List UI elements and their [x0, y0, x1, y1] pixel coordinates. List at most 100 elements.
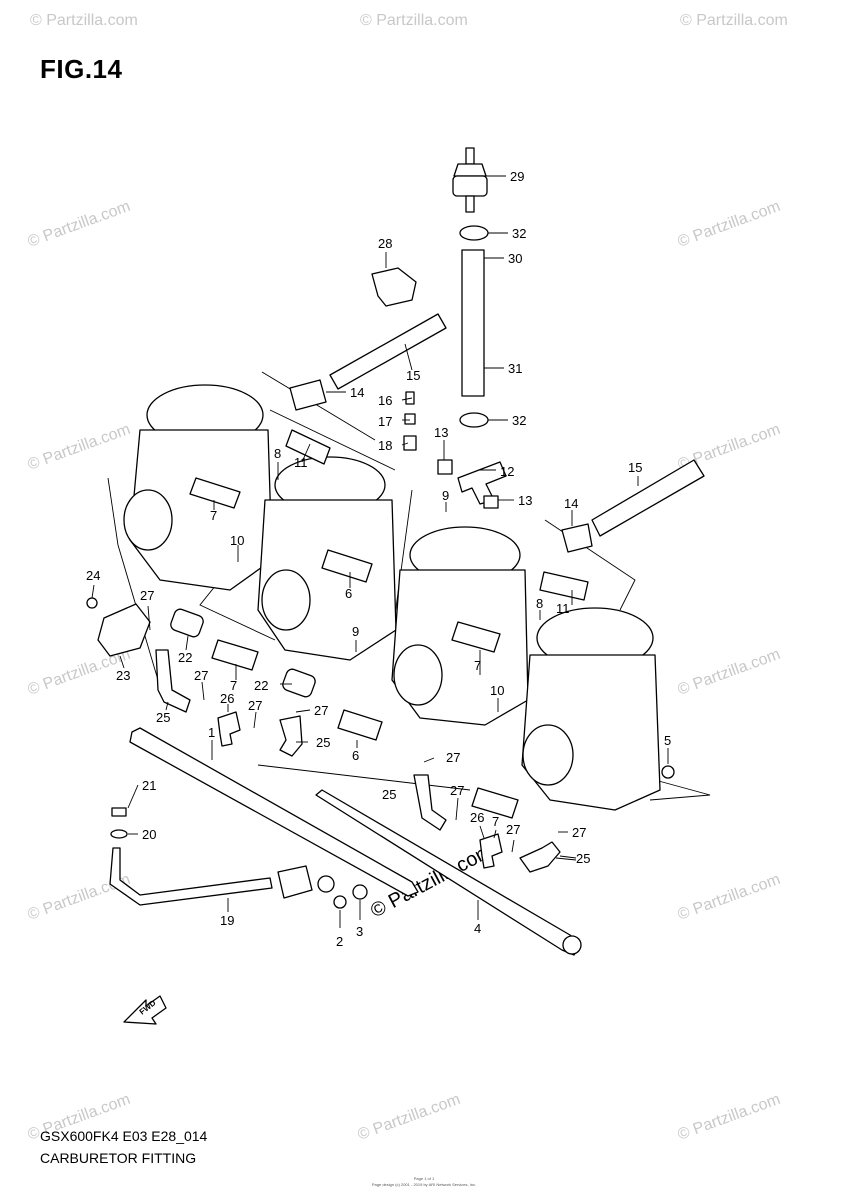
callout-25: 25 [576, 851, 590, 866]
callout-9: 9 [442, 488, 449, 503]
washer-18 [403, 435, 417, 451]
callout-29: 29 [510, 169, 524, 184]
callout-31: 31 [508, 361, 522, 376]
t-joint-26-a [217, 711, 241, 747]
callout-27: 27 [140, 588, 154, 603]
callout-15: 15 [628, 460, 642, 475]
carb-intake-bore [393, 644, 443, 706]
cap-13-right [483, 495, 499, 509]
callout-32: 32 [512, 226, 526, 241]
hose-6-a [321, 549, 373, 583]
callout-15: 15 [406, 368, 420, 383]
callout-14: 14 [350, 385, 364, 400]
carburetor-1 [123, 384, 273, 591]
watermark-text: © Partzilla.com [676, 871, 783, 924]
callout-18: 18 [378, 438, 392, 453]
section-title: CARBURETOR FITTING [40, 1150, 197, 1166]
watermark-text: © Partzilla.com [356, 1091, 463, 1144]
vent-hoses [329, 313, 705, 537]
screw-24 [86, 597, 98, 609]
t-joint-12 [457, 461, 507, 505]
callout-26: 26 [470, 810, 484, 825]
callout-27: 27 [506, 822, 520, 837]
callout-23: 23 [116, 668, 130, 683]
hose-11-a [285, 429, 331, 465]
callout-6: 6 [352, 748, 359, 763]
valve-knob [317, 875, 335, 893]
model-code: GSX600FK4 E03 E28_014 [40, 1128, 208, 1144]
t-joint-26-b [479, 833, 503, 869]
callout-28: 28 [378, 236, 392, 251]
hose-7-a [189, 477, 241, 509]
callout-13: 13 [434, 425, 448, 440]
callout-14: 14 [564, 496, 578, 511]
spring-17 [404, 413, 416, 425]
carburetor-4 [521, 607, 661, 811]
carburetor-2 [257, 456, 397, 661]
watermark-text: © Partzilla.com [676, 646, 783, 699]
carb-joint-hoses [189, 429, 589, 819]
spring-22-b [282, 668, 316, 698]
figure-title: FIG.14 [40, 54, 123, 84]
callout-27: 27 [450, 783, 464, 798]
bolt-2 [333, 895, 347, 909]
callout-22: 22 [254, 678, 268, 693]
elbow-hose-25-a [155, 649, 191, 713]
callout-25: 25 [382, 787, 396, 802]
hose-6-b [337, 709, 383, 741]
vent-hose-upper [329, 313, 447, 390]
spring-22-a [170, 608, 204, 638]
fuel-filter-assembly [452, 147, 489, 428]
hose-clamp-upper [459, 225, 489, 241]
fuel-hose-19 [109, 847, 273, 906]
callout-4: 4 [474, 921, 481, 936]
hose-clip [371, 267, 417, 307]
fuel-valve [277, 865, 313, 899]
callout-21: 21 [142, 778, 156, 793]
carb-intake-bore [522, 724, 574, 786]
footer-copyright-note: Page design (c) 2001 - 2019 by ARI Netwo… [371, 1182, 477, 1187]
callout-2: 2 [336, 934, 343, 949]
callout-27: 27 [194, 668, 208, 683]
elbow-hose-25-b [279, 715, 303, 757]
elbow-hose-25-d [519, 841, 561, 873]
callout-27: 27 [572, 825, 586, 840]
watermark-text: © Partzilla.com [30, 12, 138, 29]
callout-3: 3 [356, 924, 363, 939]
callout-20: 20 [142, 827, 156, 842]
spring-21 [111, 807, 127, 817]
callout-32: 32 [512, 413, 526, 428]
throttle-position-sensor [97, 603, 151, 657]
callout-1: 1 [208, 725, 215, 740]
callout-10: 10 [230, 533, 244, 548]
watermark-text: © Partzilla.com [26, 421, 133, 474]
callout-17: 17 [378, 414, 392, 429]
fuel-hose [461, 249, 485, 397]
filter-nipple-top [465, 147, 475, 165]
hose-11-b [539, 571, 589, 601]
callout-26: 26 [220, 691, 234, 706]
filter-cap [453, 163, 487, 177]
hose-clamp-lower [459, 412, 489, 428]
callout-7: 7 [492, 814, 499, 829]
callout-25: 25 [316, 735, 330, 750]
leader-lines [91, 175, 669, 928]
fwd-arrow-icon [123, 995, 167, 1025]
rod-nut [562, 935, 582, 955]
watermark-text: © Partzilla.com [360, 12, 468, 29]
washer-3 [352, 884, 368, 900]
callout-10: 10 [490, 683, 504, 698]
filter-nipple-bottom [465, 195, 475, 213]
callout-9: 9 [352, 624, 359, 639]
watermark-text: © Partzilla.com [26, 198, 133, 251]
callout-25: 25 [156, 710, 170, 725]
hose-7-b [211, 639, 259, 671]
callout-8: 8 [274, 446, 281, 461]
callout-11: 11 [556, 601, 570, 616]
footer-page-note: Page 1 of 1 [413, 1176, 435, 1181]
hose-joint-14-left [289, 379, 327, 411]
callout-5: 5 [664, 733, 671, 748]
forward-arrow: FWD [123, 995, 167, 1025]
hose-7-c [451, 621, 501, 653]
